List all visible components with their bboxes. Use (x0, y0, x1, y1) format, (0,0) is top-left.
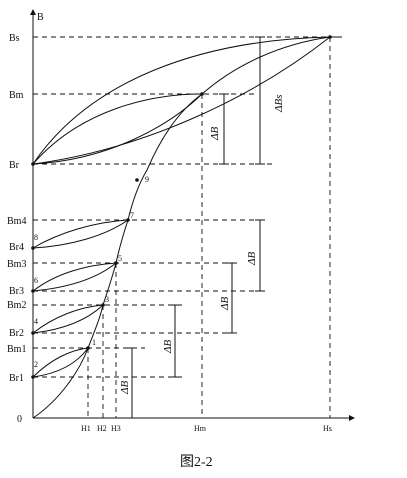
point-label-5: 5 (118, 254, 122, 263)
dim-bm1-origin (127, 347, 137, 419)
minor-loop-2-upper (32, 304, 104, 334)
point-label-9: 9 (145, 175, 149, 184)
minor-loop-3-lower (32, 262, 117, 292)
point-8 (31, 246, 35, 250)
minor-loop-1-lower (32, 347, 89, 378)
label-bm1: Bm1 (7, 344, 26, 355)
minor-loop-3-upper (32, 262, 117, 292)
minor-loop-4-lower (32, 219, 129, 249)
initial-magnetization-curve (32, 36, 342, 419)
label-bm: Bm (9, 90, 24, 101)
dim-bs-label: ΔBs (273, 95, 285, 113)
dim-bm3-br2 (227, 262, 237, 334)
label-h2: H2 (97, 424, 107, 433)
curve-points (31, 35, 332, 379)
point-5 (114, 261, 118, 265)
point-3 (101, 303, 105, 307)
point-label-2: 2 (34, 360, 38, 369)
dim-bm1-origin-label: ΔB (119, 381, 131, 395)
saturation-lower-curve (32, 36, 331, 165)
point-label-7: 7 (130, 211, 134, 220)
label-br3: Br3 (9, 286, 24, 297)
point-7 (126, 218, 130, 222)
point-label-8: 8 (34, 233, 38, 242)
figure-caption: 图2-2 (180, 455, 213, 470)
label-br4: Br4 (9, 242, 24, 253)
point-9 (135, 178, 139, 182)
minor-loop-2-lower (32, 304, 104, 334)
minor-loop-1-upper (32, 347, 89, 378)
dim-bm-br-label: ΔB (209, 127, 221, 141)
point-label-6: 6 (34, 276, 38, 285)
label-br2: Br2 (9, 328, 24, 339)
label-bm2: Bm2 (7, 300, 26, 311)
bm-upper-curve (32, 93, 203, 165)
label-br1: Br1 (9, 373, 24, 384)
point-2 (31, 375, 35, 379)
label-h3: H3 (111, 424, 121, 433)
point-bs (328, 35, 332, 39)
dim-bs (255, 36, 265, 165)
dim-bm2-br1 (170, 304, 180, 378)
dim-bm4-br3-label: ΔB (246, 252, 258, 266)
bm-lower-curve (32, 93, 203, 165)
label-bm3: Bm3 (7, 259, 26, 270)
dim-bm4-br3 (255, 219, 265, 292)
point-6 (31, 289, 35, 293)
dim-bm3-br2-label: ΔB (219, 297, 231, 311)
label-h1: H1 (81, 424, 91, 433)
y-axis-label: B (37, 12, 44, 23)
label-hm: Hm (194, 424, 207, 433)
minor-loop-4-upper (32, 219, 129, 249)
point-4 (31, 331, 35, 335)
dim-bm-br (219, 93, 229, 165)
dim-bm2-br1-label: ΔB (162, 340, 174, 354)
saturation-upper-curve (32, 36, 331, 165)
label-hs: Hs (323, 424, 332, 433)
label-bm4: Bm4 (7, 216, 26, 227)
point-br (31, 162, 35, 166)
origin-label: 0 (17, 414, 22, 425)
point-1 (86, 346, 90, 350)
point-label-1: 1 (92, 338, 96, 347)
point-bm (200, 92, 204, 96)
label-bs: Bs (9, 33, 20, 44)
label-br: Br (9, 160, 20, 171)
point-label-4: 4 (34, 317, 38, 326)
point-label-3: 3 (105, 295, 109, 304)
